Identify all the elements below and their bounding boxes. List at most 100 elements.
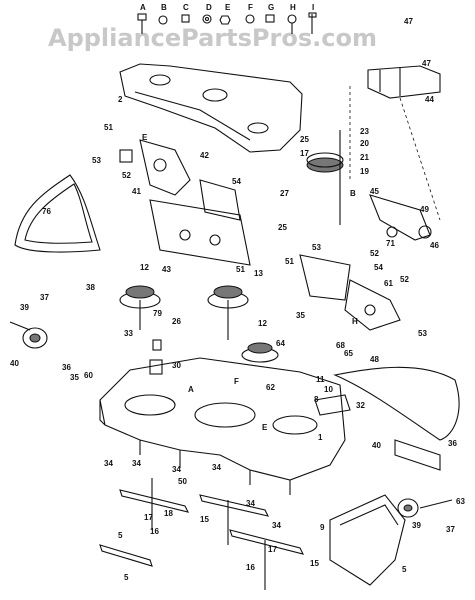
pulley-13: 13	[207, 269, 263, 340]
callout: 46	[430, 241, 439, 250]
hardware-letter: C	[183, 3, 189, 12]
hardware-letter: H	[290, 3, 296, 12]
callout: 5	[402, 565, 407, 574]
hardware-letter: A	[140, 3, 146, 12]
callout: 25	[278, 223, 287, 232]
hardware-letter: E	[225, 3, 231, 12]
callout: 34	[104, 459, 113, 468]
right-roller: 36 40 39 37 63	[372, 439, 465, 534]
pulley-12-left: 12	[119, 263, 161, 330]
callout: 76	[42, 207, 51, 216]
blades: 34 34 34 34 15 18 16 17 50 34 34 17 15 1…	[99, 459, 325, 590]
callout: 53	[418, 329, 427, 338]
hardware-letter: I	[312, 3, 314, 12]
callout: 39	[20, 303, 29, 312]
callout: 20	[360, 139, 369, 148]
callout: 17	[144, 513, 153, 522]
callout: 64	[276, 339, 285, 348]
callout: 12	[258, 319, 267, 328]
callout: 62	[266, 383, 275, 392]
legend-letter: F	[234, 377, 239, 386]
callout: 79	[153, 309, 162, 318]
callout: 34	[132, 459, 141, 468]
callout: 47	[422, 59, 431, 68]
callout: 47	[404, 17, 413, 26]
callout: 40	[372, 441, 381, 450]
callout: 36	[448, 439, 457, 448]
callout: 25	[300, 135, 309, 144]
callout: 50	[178, 477, 187, 486]
hardware-letter: B	[161, 3, 167, 12]
idler-arm: 45 49 71 46	[369, 187, 439, 250]
callout: 49	[420, 205, 429, 214]
callout: 33	[124, 329, 133, 338]
discharge-chute: 5	[329, 494, 407, 586]
callout: 38	[86, 283, 95, 292]
spindle-pulley: 25 17 23 20 21 19 B 25	[278, 127, 369, 232]
callout: 27	[280, 189, 289, 198]
callout: 51	[236, 265, 245, 274]
callout: 36	[62, 363, 71, 372]
callout: 54	[232, 177, 241, 186]
callout: 34	[272, 521, 281, 530]
belt-76: 76	[14, 174, 101, 253]
left-wheel: 39 37 38 40 36 35 60 33	[9, 283, 133, 382]
callout: 11	[316, 375, 325, 384]
spindle-parts: 79 26 30 35 64 65 68	[149, 309, 353, 375]
hardware-letter: F	[248, 3, 253, 12]
callout: 37	[40, 293, 49, 302]
callout: 17	[300, 149, 309, 158]
callout: 17	[268, 545, 277, 554]
bracket-44: 47 47 44	[349, 17, 441, 221]
callout: 15	[310, 559, 319, 568]
callout: 71	[386, 239, 395, 248]
callout: 35	[296, 311, 305, 320]
callout: 44	[425, 95, 434, 104]
callout: 35	[70, 373, 79, 382]
callout: 54	[374, 263, 383, 272]
callout: 26	[172, 317, 181, 326]
callout: 2	[118, 95, 123, 104]
callout: 41	[132, 187, 141, 196]
callout: 48	[370, 355, 379, 364]
hardware-letter: D	[206, 3, 212, 12]
deck-cover: 2	[118, 63, 303, 153]
callout: 5	[118, 531, 123, 540]
callout: 43	[162, 265, 171, 274]
callout: 52	[400, 275, 409, 284]
callout: 21	[360, 153, 369, 162]
callout: 12	[140, 263, 149, 272]
callout: 45	[370, 187, 379, 196]
lift-linkage: 51 53 52 54 61 52 53 H	[285, 243, 427, 338]
callout: 68	[336, 341, 345, 350]
callout: 61	[384, 279, 393, 288]
callout: 39	[412, 521, 421, 530]
watermark-text: AppliancePartsPros.com	[48, 24, 377, 52]
callout: 9	[320, 523, 325, 532]
deck-pulleys: 12 13 12	[119, 263, 279, 363]
callout: 18	[164, 509, 173, 518]
callout: 51	[104, 123, 113, 132]
legend-letter: E	[142, 133, 148, 142]
legend-letter: E	[262, 423, 268, 432]
callout: 16	[150, 527, 159, 536]
callout: 1	[318, 433, 323, 442]
callout: 16	[246, 563, 255, 572]
mower-deck: F E A 62 1	[99, 357, 346, 495]
callout: 5	[124, 573, 129, 582]
callout: 52	[122, 171, 131, 180]
callout: 10	[324, 385, 333, 394]
callout: 34	[212, 463, 221, 472]
legend-letter: H	[352, 317, 358, 326]
callout: 63	[456, 497, 465, 506]
callout: 23	[360, 127, 369, 136]
callout: 65	[344, 349, 353, 358]
hardware-row: A B C D E F G H I	[137, 3, 317, 34]
callout: 32	[356, 401, 365, 410]
callout: 53	[312, 243, 321, 252]
idler-bracket: 51 53 52 41 42 E	[92, 123, 209, 196]
deck-right-parts: 11 10 8 32	[314, 375, 365, 416]
callout: 34	[172, 465, 181, 474]
callout: 42	[200, 151, 209, 160]
